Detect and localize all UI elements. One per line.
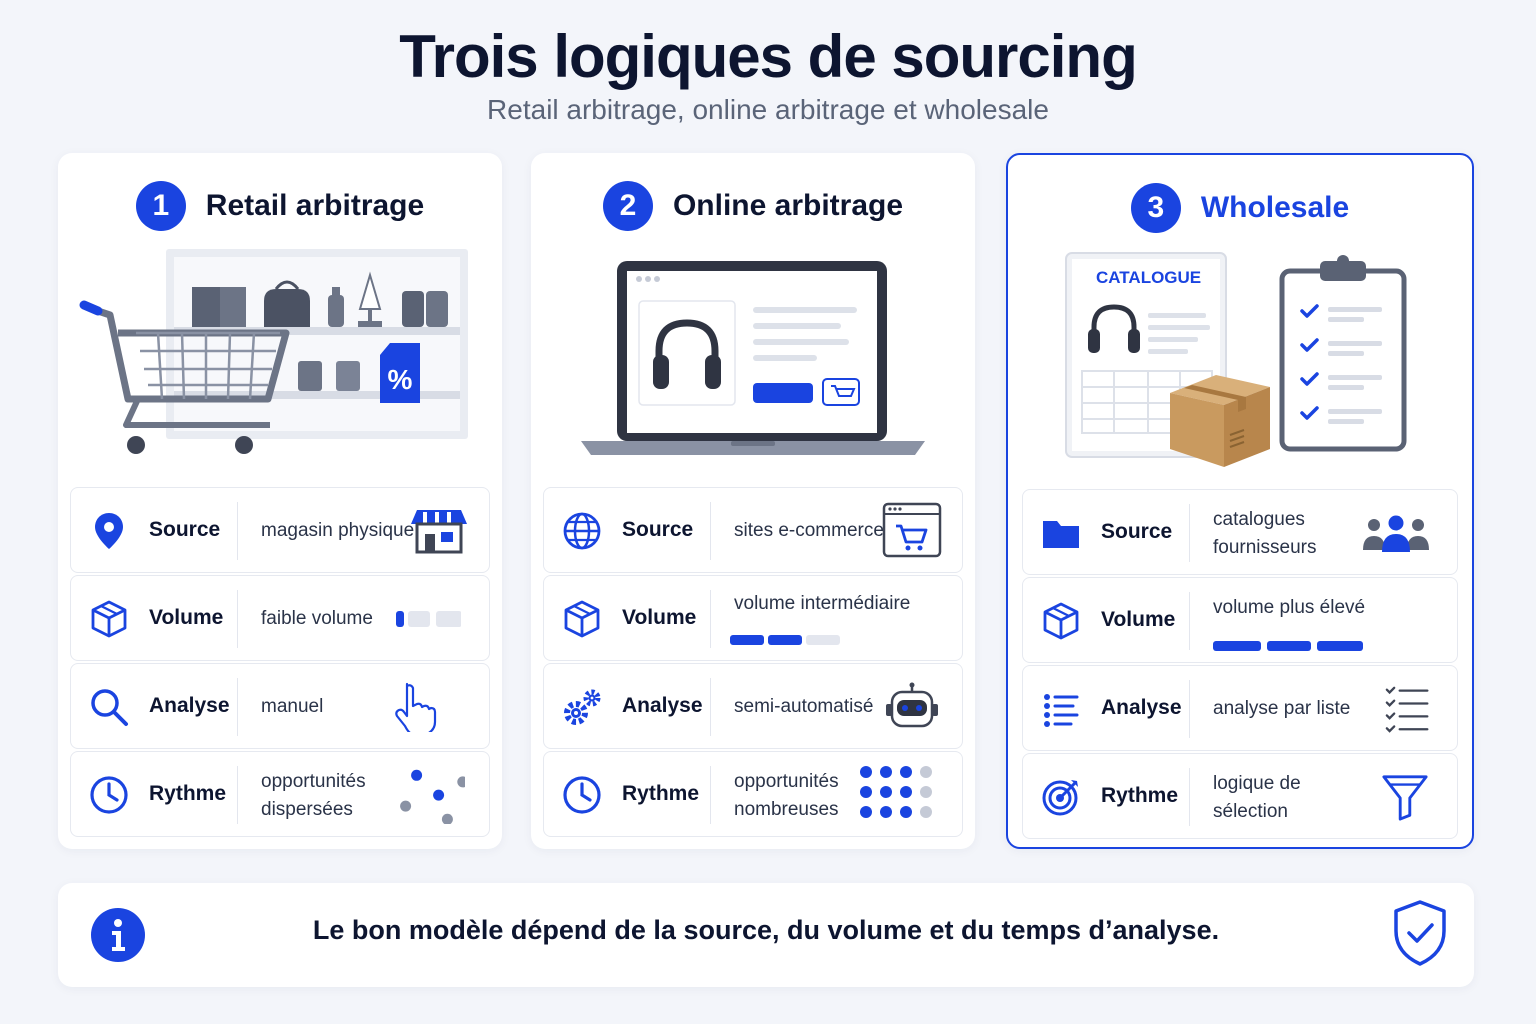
row-value: sites e-commerce (734, 520, 884, 541)
row-volume: Volume faible volume (70, 575, 490, 661)
column-online-arbitrage: 2 Online arbitrage Source sites e-commer… (531, 153, 975, 849)
dot-grid-icon (860, 766, 932, 818)
row-divider (237, 590, 238, 648)
illustration-graphic (1065, 252, 1407, 467)
globe-icon (563, 512, 601, 550)
row-divider (710, 678, 711, 736)
catalogue-box-clipboard-illustration: CATALOGUE (1008, 245, 1472, 475)
hand-pointer-icon (395, 682, 437, 732)
info-icon (91, 908, 145, 962)
row-label: Analyse (622, 694, 703, 717)
page-title: Trois logiques de sourcing (399, 23, 1137, 90)
row-label: Analyse (149, 694, 230, 717)
row-value: analyse par liste (1213, 698, 1351, 719)
row-value: magasin physique (261, 520, 415, 541)
row-divider (237, 502, 238, 560)
row-source: Source sites e-commerce (543, 487, 963, 573)
search-icon (91, 689, 128, 726)
scattered-dots-icon (400, 769, 465, 824)
row-value: faible volume (261, 608, 373, 629)
row-value: volume intermédiaire (734, 593, 911, 614)
location-pin-icon (95, 513, 123, 549)
people-group-icon (1363, 515, 1429, 552)
store-shelf-cart-illustration: % (79, 249, 468, 454)
row-divider (1189, 504, 1190, 562)
shield-check-icon (1394, 900, 1446, 966)
target-icon (1042, 780, 1078, 816)
volume-level-medium-icon (730, 635, 840, 645)
row-value: semi-automatisé (734, 696, 874, 717)
volume-level-high-icon (1213, 641, 1363, 651)
browser-cart-icon (882, 502, 942, 558)
row-analyse: Analyse manuel (70, 663, 490, 749)
row-volume: Volume volume plus élevé (1022, 577, 1458, 663)
column-title: Online arbitrage (672, 189, 904, 222)
row-label: Analyse (1101, 696, 1182, 719)
row-analyse: Analyse semi-automatisé (543, 663, 963, 749)
box-icon (1043, 602, 1079, 640)
volume-level-low-icon (396, 611, 461, 627)
column-header: 2 Online arbitrage (531, 181, 975, 231)
step-number-badge: 3 (1130, 183, 1181, 233)
clock-icon (563, 776, 601, 814)
list-icon (1044, 694, 1079, 727)
step-number-badge: 2 (602, 181, 653, 231)
gears-icon (564, 689, 601, 725)
column-title: Wholesale (1200, 191, 1350, 224)
row-volume: Volume volume intermédiaire (543, 575, 963, 661)
row-value: manuel (261, 696, 324, 717)
row-label: Source (1101, 520, 1173, 543)
row-divider (1189, 592, 1190, 650)
row-divider (237, 766, 238, 824)
catalogue-label: CATALOGUE (1096, 268, 1202, 287)
row-label: Volume (622, 606, 697, 629)
row-divider (1189, 768, 1190, 826)
laptop-shop-illustration (581, 261, 925, 455)
row-label: Source (149, 518, 221, 541)
clock-icon (90, 776, 128, 814)
funnel-icon (1382, 775, 1428, 821)
column-title: Retail arbitrage (205, 189, 425, 222)
folder-icon (1043, 521, 1079, 548)
row-label: Source (622, 518, 694, 541)
column-header: 1 Retail arbitrage (58, 181, 502, 231)
step-number-badge: 1 (135, 181, 186, 231)
row-label: Rythme (1101, 784, 1179, 807)
footer-text: Le bon modèle dépend de la source, du vo… (312, 915, 1220, 945)
row-label: Volume (1101, 608, 1176, 631)
row-analyse: Analyse analyse par liste (1022, 665, 1458, 751)
row-divider (710, 590, 711, 648)
robot-icon (886, 682, 938, 728)
row-label: Rythme (149, 782, 227, 805)
box-icon (564, 600, 600, 638)
row-divider (710, 766, 711, 824)
row-divider (237, 678, 238, 736)
svg-text:%: % (388, 364, 413, 395)
column-wholesale: 3 Wholesale (1006, 153, 1474, 849)
page-subtitle: Retail arbitrage, online arbitrage et wh… (487, 94, 1049, 125)
box-icon (91, 600, 127, 638)
row-label: Volume (149, 606, 224, 629)
checklist-icon (1385, 686, 1429, 733)
storefront-icon (411, 510, 467, 554)
column-header: 3 Wholesale (1008, 183, 1472, 233)
row-label: Rythme (622, 782, 700, 805)
row-value: volume plus élevé (1213, 597, 1366, 618)
row-divider (710, 502, 711, 560)
footer-note: Le bon modèle dépend de la source, du vo… (58, 883, 1474, 987)
row-divider (1189, 680, 1190, 738)
column-retail-arbitrage: 1 Retail arbitrage % (58, 153, 502, 849)
row-source: Source magasin physique (70, 487, 490, 573)
